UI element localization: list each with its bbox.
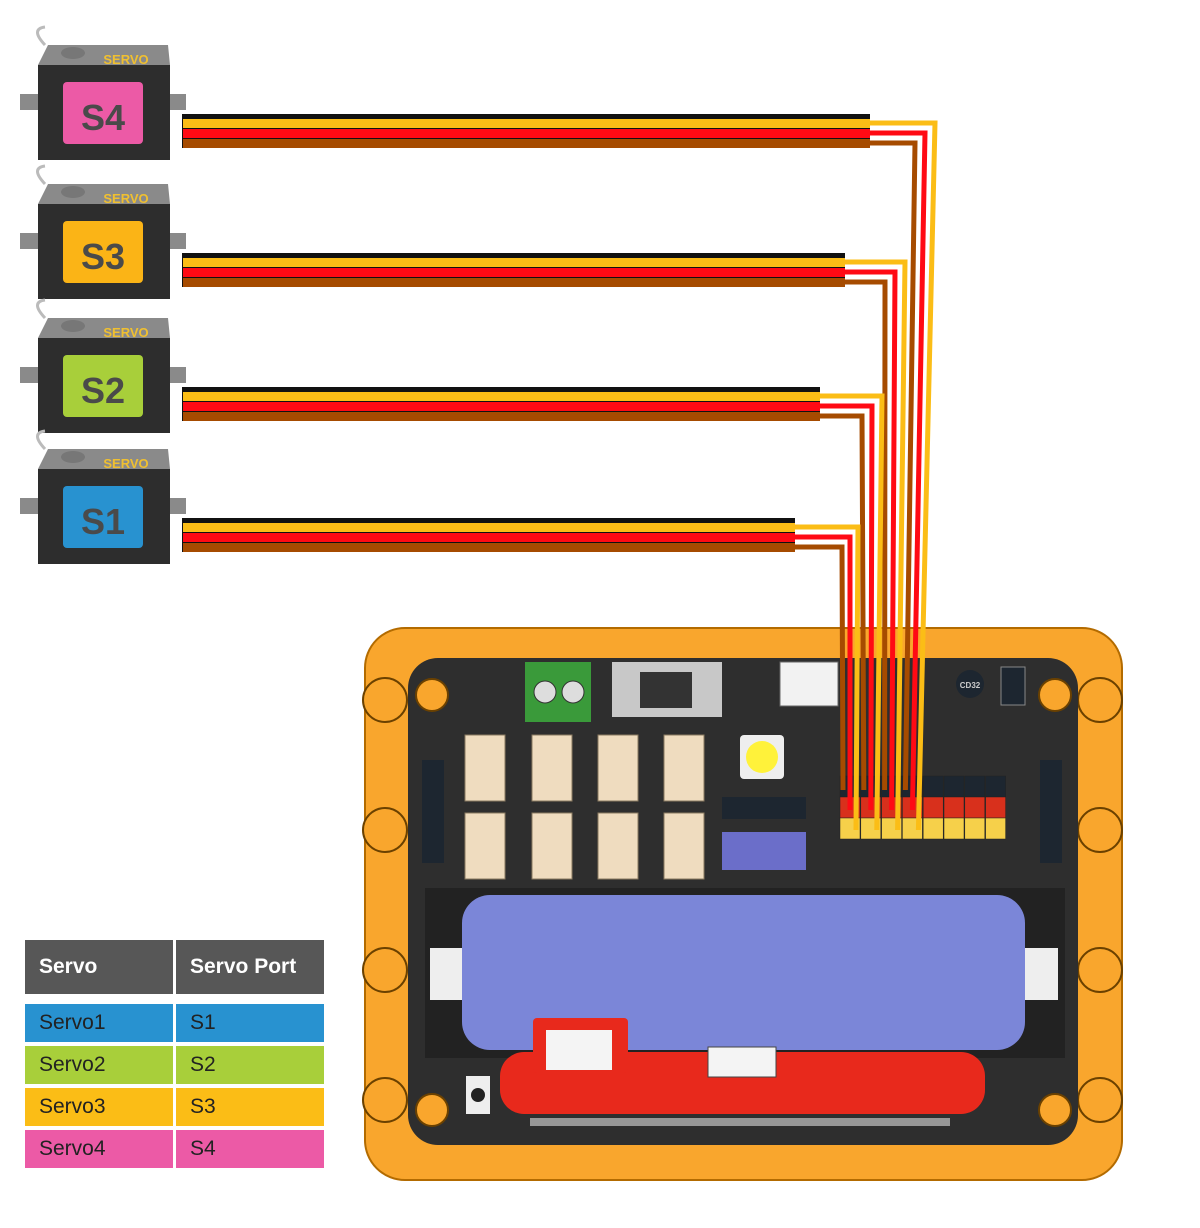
servo-pin (943, 775, 965, 798)
servo-cell: Servo4 (25, 1126, 173, 1168)
wire-s2 (182, 387, 885, 831)
expansion-board: CD32 (362, 627, 1123, 1181)
table-row: Servo4 S4 (25, 1126, 324, 1168)
wire-strand (845, 279, 888, 791)
servo-port-badge (63, 82, 143, 144)
wire-strand (870, 140, 918, 791)
servo-pin (943, 796, 965, 819)
servo-pin (922, 796, 944, 819)
servo-port-label: S4 (81, 97, 125, 138)
usb-port (779, 661, 839, 707)
servo-pin (964, 817, 986, 840)
wire-strand (795, 524, 861, 831)
port-cell: S1 (176, 1000, 324, 1042)
servo-pin (985, 817, 1006, 840)
servo-cell: Servo2 (25, 1042, 173, 1084)
grove-connector (597, 812, 639, 880)
grove-connector (531, 812, 573, 880)
wire-s3 (182, 253, 908, 831)
servo-pin (922, 775, 944, 798)
servo-s2: SERVO S2 (20, 298, 186, 433)
table-row: Servo1 S1 (25, 1000, 324, 1042)
servo-port-label: S3 (81, 236, 125, 277)
servo-cell: Servo3 (25, 1084, 173, 1126)
wire-strand (845, 259, 908, 831)
servo-brand-label: SERVO (103, 52, 148, 67)
servo-pin (985, 775, 1006, 798)
wire-strand (820, 393, 885, 831)
wire-s4 (182, 114, 938, 831)
servo-port-badge (63, 355, 143, 417)
servo-brand-label: SERVO (103, 191, 148, 206)
wire-strand (845, 269, 898, 811)
servo-s1: SERVO S1 (20, 429, 186, 564)
battery (462, 895, 1025, 1050)
grove-connectors (464, 734, 705, 880)
servo-brand-label: SERVO (103, 325, 148, 340)
port-cell: S4 (176, 1126, 324, 1168)
grove-connector (464, 734, 506, 802)
grove-connector (531, 734, 573, 802)
grove-connector (597, 734, 639, 802)
servo-pin (964, 775, 986, 798)
table-header-port: Servo Port (176, 940, 324, 994)
port-cell: S2 (176, 1042, 324, 1084)
table-header-servo: Servo (25, 940, 173, 994)
servo-s3: SERVO S3 (20, 164, 186, 299)
servo-port-label: S2 (81, 370, 125, 411)
servo-pin (985, 796, 1006, 819)
servo-port-badge (63, 221, 143, 283)
servo-pin (964, 796, 986, 819)
servo-port-label: S1 (81, 501, 125, 542)
grove-connector (464, 812, 506, 880)
grove-connector (663, 734, 705, 802)
grove-connector (663, 812, 705, 880)
servo-pin (943, 817, 965, 840)
servo-port-badge (63, 486, 143, 548)
servo-wires (182, 114, 938, 831)
servo-port-table: Servo Servo Port Servo1 S1 Servo2 S2 Ser… (22, 940, 327, 1168)
wire-strand (820, 403, 875, 811)
ph-connector (722, 832, 806, 870)
servo-s4: SERVO S4 (20, 25, 186, 160)
wire-strand (870, 120, 938, 831)
table-row: Servo2 S2 (25, 1042, 324, 1084)
wire-strand (795, 544, 846, 791)
wire-strand (795, 534, 853, 810)
port-cell: S3 (176, 1084, 324, 1126)
wire-strand (820, 413, 867, 791)
wire-s1 (182, 518, 861, 831)
chip-label: CD32 (960, 681, 981, 690)
buzzer (956, 670, 984, 698)
wire-strand (870, 130, 928, 811)
servo-brand-label: SERVO (103, 456, 148, 471)
table-row: Servo3 S3 (25, 1084, 324, 1126)
servo-pin (922, 817, 944, 840)
servo-cell: Servo1 (25, 1000, 173, 1042)
